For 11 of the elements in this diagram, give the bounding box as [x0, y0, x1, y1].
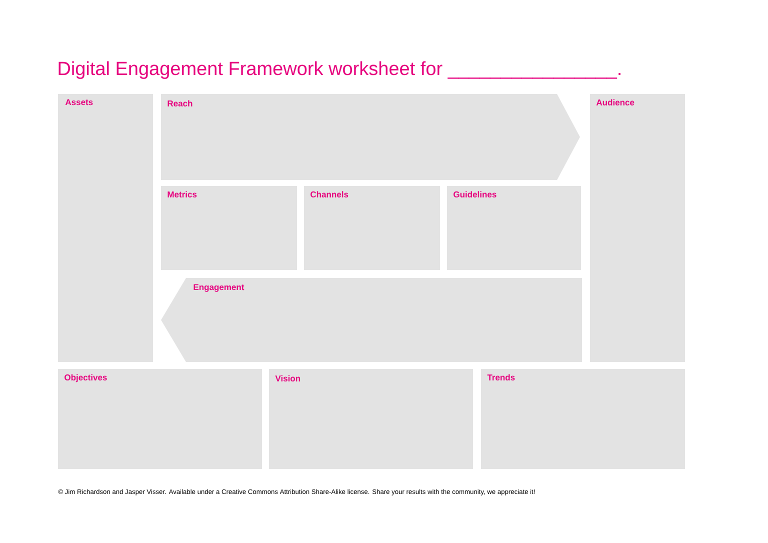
- panel: Guidelines: [447, 186, 581, 270]
- panel: Vision: [269, 369, 473, 469]
- panel: Metrics: [161, 186, 297, 270]
- title: Digital Engagement Framework worksheet for ________________.: [58, 61, 620, 79]
- panel: Trends: [481, 369, 685, 469]
- panel: Channels: [304, 186, 440, 270]
- right-arrow-panel: Reach: [161, 94, 580, 180]
- left-arrow-panel: Engagement: [161, 278, 582, 362]
- panel: Objectives: [58, 369, 262, 469]
- panel: Assets: [58, 94, 153, 362]
- panel: Audience: [590, 94, 685, 362]
